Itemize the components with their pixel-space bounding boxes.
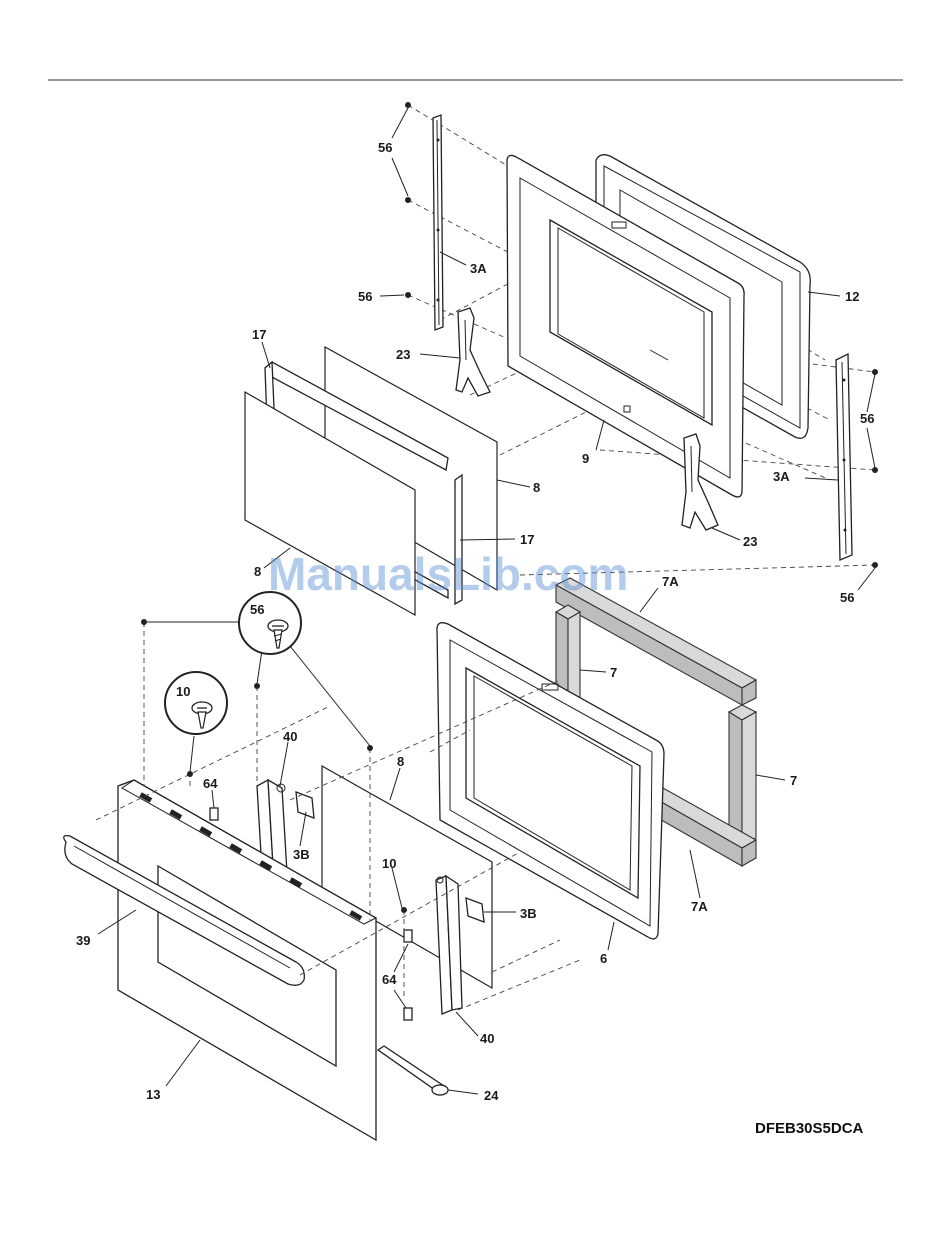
callout-10: 10 [176, 684, 190, 699]
callout-23: 23 [396, 347, 410, 362]
callout-3b: 3B [293, 847, 310, 862]
callout-56: 56 [860, 411, 874, 426]
callout-3a: 3A [470, 261, 487, 276]
part-3a-right-bracket [836, 354, 852, 560]
callout-40: 40 [480, 1031, 494, 1046]
callout-39: 39 [76, 933, 90, 948]
callout-8: 8 [397, 754, 404, 769]
callout-6: 6 [600, 951, 607, 966]
callout-7: 7 [610, 665, 617, 680]
part-3a-left-bracket [433, 115, 443, 330]
detail-circle-screw-10 [165, 672, 227, 772]
callout-7: 7 [790, 773, 797, 788]
callout-24: 24 [484, 1088, 499, 1103]
part-24-hinge-rail [378, 1046, 448, 1095]
callout-13: 13 [146, 1087, 160, 1102]
callout-56: 56 [358, 289, 372, 304]
callout-12: 12 [845, 289, 859, 304]
callout-64: 64 [382, 972, 397, 987]
callout-17: 17 [520, 532, 534, 547]
callout-3a: 3A [773, 469, 790, 484]
part-40-right-bracket [436, 876, 462, 1014]
callout-3b: 3B [520, 906, 537, 921]
callout-17: 17 [252, 327, 266, 342]
model-number: DFEB30S5DCA [755, 1120, 864, 1137]
callout-7a: 7A [691, 899, 708, 914]
part-7-right-gasket [729, 705, 756, 845]
callout-56: 56 [250, 602, 264, 617]
callout-40: 40 [283, 729, 297, 744]
watermark: ManualsLib.com [268, 548, 628, 600]
callout-64: 64 [203, 776, 218, 791]
callout-23: 23 [743, 534, 757, 549]
callout-10: 10 [382, 856, 396, 871]
callout-56: 56 [840, 590, 854, 605]
callout-56: 56 [378, 140, 392, 155]
callout-7a: 7A [662, 574, 679, 589]
callout-9: 9 [582, 451, 589, 466]
callout-8: 8 [254, 564, 261, 579]
callout-8: 8 [533, 480, 540, 495]
part-23-upper-hinge [456, 308, 490, 396]
